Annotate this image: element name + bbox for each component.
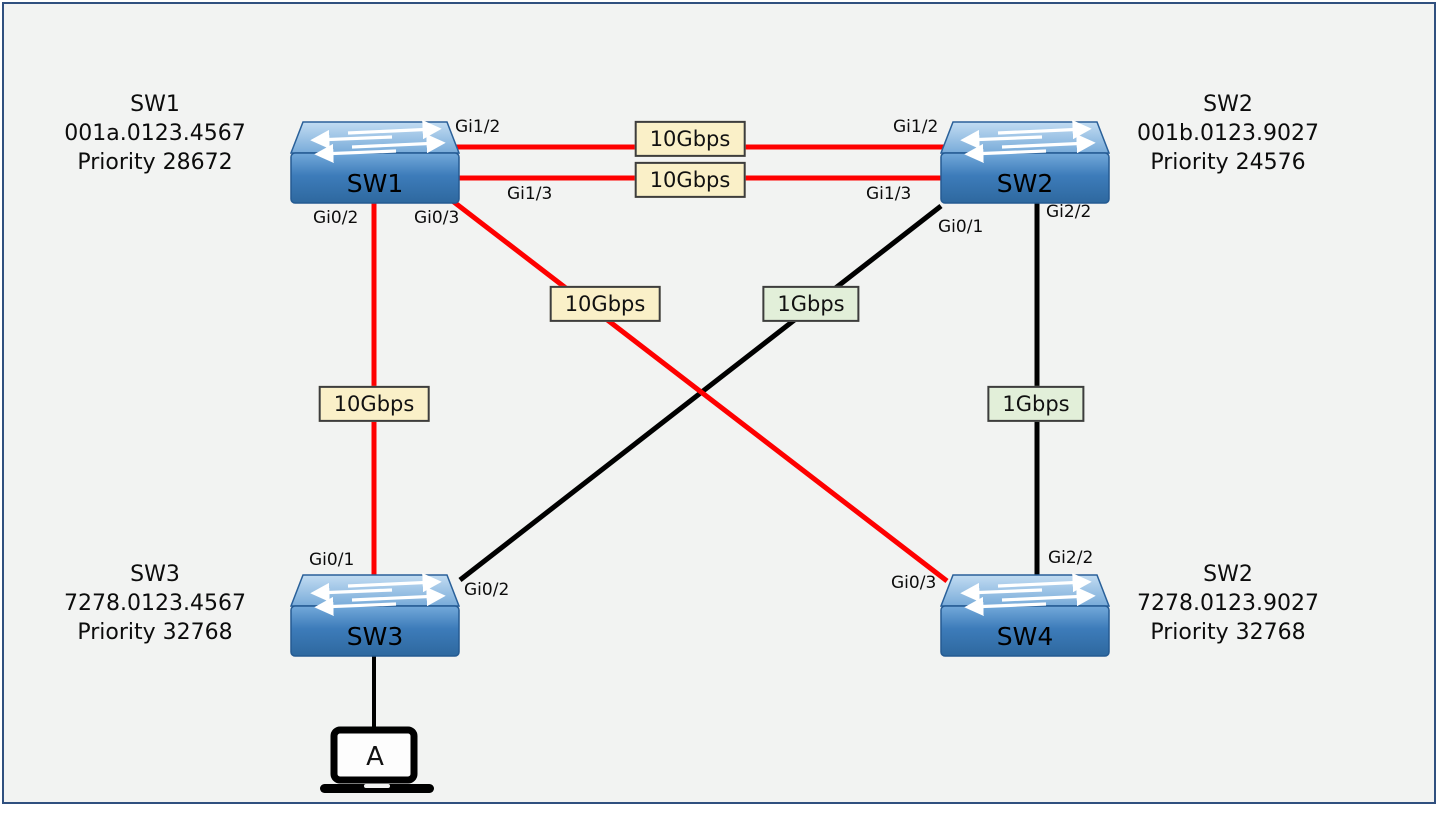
- port-label-sw1-gi0-2: Gi0/2: [313, 208, 359, 228]
- link-speed-badge: 1Gbps: [762, 285, 860, 323]
- node-info-sw1: SW1 001a.0123.4567 Priority 28672: [15, 90, 295, 177]
- port-label-sw1-gi0-3: Gi0/3: [414, 208, 460, 228]
- switch-name-label: SW2: [997, 169, 1054, 198]
- link-speed-badge: 10Gbps: [634, 161, 746, 199]
- port-label-sw3-gi0-2: Gi0/2: [464, 580, 510, 600]
- link-speed-badge: 10Gbps: [318, 385, 430, 423]
- port-label-sw1-gi1-3: Gi1/3: [507, 184, 553, 204]
- laptop-base-notch: [364, 784, 390, 788]
- link-speed-badge: 1Gbps: [987, 385, 1085, 423]
- node-priority: Priority 32768: [1150, 620, 1306, 645]
- host-a-laptop: A: [320, 726, 434, 796]
- node-priority: Priority 24576: [1150, 150, 1306, 175]
- port-label-sw2-gi2-2: Gi2/2: [1046, 202, 1092, 222]
- switch-sw1: SW1: [290, 120, 460, 205]
- node-name: SW2: [1203, 92, 1253, 117]
- port-label-sw2-gi1-3: Gi1/3: [866, 184, 912, 204]
- port-label-sw2-gi0-1: Gi0/1: [938, 217, 984, 237]
- switch-arrows-icon: [310, 120, 446, 164]
- switch-sw3: SW3: [290, 573, 460, 658]
- node-info-sw2: SW2 001b.0123.9027 Priority 24576: [1088, 90, 1368, 177]
- node-name: SW2: [1203, 562, 1253, 587]
- node-mac: 001a.0123.4567: [64, 121, 246, 146]
- link-speed-badge: 10Gbps: [634, 120, 746, 158]
- switch-sw2: SW2: [940, 120, 1110, 205]
- host-label: A: [366, 742, 384, 772]
- link-speed-badge: 10Gbps: [549, 285, 661, 323]
- port-label-sw4-gi0-3: Gi0/3: [891, 573, 937, 593]
- node-mac: 001b.0123.9027: [1137, 121, 1319, 146]
- node-info-sw3: SW3 7278.0123.4567 Priority 32768: [15, 560, 295, 647]
- node-priority: Priority 28672: [77, 150, 233, 175]
- switch-arrows-icon: [310, 573, 446, 617]
- switch-name-label: SW4: [997, 622, 1054, 651]
- node-mac: 7278.0123.9027: [1137, 591, 1319, 616]
- node-priority: Priority 32768: [77, 620, 233, 645]
- switch-sw4: SW4: [940, 573, 1110, 658]
- port-label-sw1-gi1-2: Gi1/2: [455, 117, 501, 137]
- switch-arrows-icon: [960, 120, 1096, 164]
- switch-name-label: SW3: [347, 622, 404, 651]
- node-name: SW3: [130, 562, 180, 587]
- laptop-base: [320, 784, 434, 793]
- switch-name-label: SW1: [347, 169, 404, 198]
- port-label-sw2-gi1-2: Gi1/2: [893, 117, 939, 137]
- switch-arrows-icon: [960, 573, 1096, 617]
- node-mac: 7278.0123.4567: [64, 591, 246, 616]
- laptop-screen: [330, 726, 418, 784]
- port-label-sw4-gi2-2: Gi2/2: [1048, 548, 1094, 568]
- node-info-sw4: SW2 7278.0123.9027 Priority 32768: [1088, 560, 1368, 647]
- port-label-sw3-gi0-1: Gi0/1: [309, 550, 355, 570]
- node-name: SW1: [130, 92, 180, 117]
